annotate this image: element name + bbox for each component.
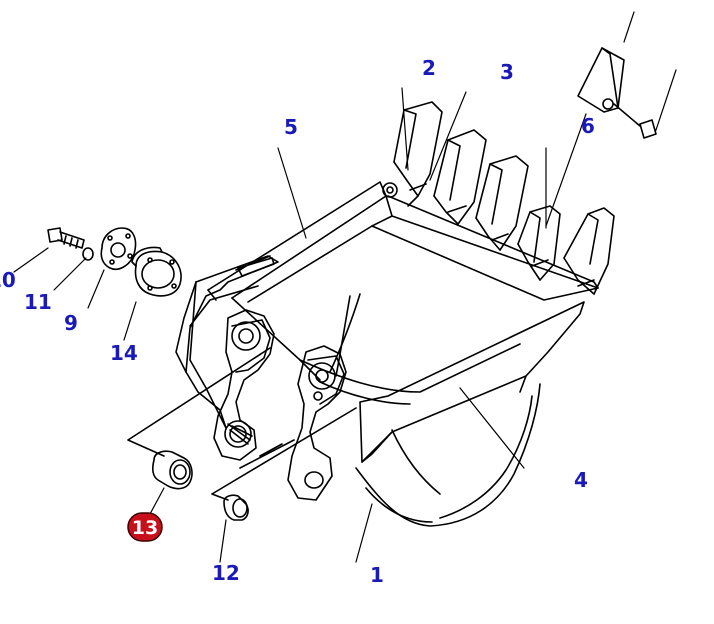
collar-bushing <box>223 494 249 521</box>
badge-label: 13 <box>132 517 158 539</box>
callout-labels: 1 2 3 4 5 6 9 10 11 12 14 <box>0 56 595 587</box>
bottom-shell <box>355 383 541 527</box>
label-9: 9 <box>64 311 78 335</box>
label-5: 5 <box>284 115 298 139</box>
label-12: 12 <box>212 561 240 585</box>
bushing <box>152 450 193 490</box>
teeth-row <box>382 101 615 295</box>
label-3: 3 <box>500 60 514 84</box>
loose-pin <box>639 119 657 139</box>
highlight-badge-13[interactable]: 13 <box>127 512 163 542</box>
right-side-plate <box>359 301 585 463</box>
loose-tooth <box>577 47 625 113</box>
label-4: 4 <box>574 468 588 492</box>
boss-ring <box>134 250 182 297</box>
top-rim <box>385 195 599 289</box>
label-14: 14 <box>110 341 138 365</box>
guide-lines <box>127 347 357 501</box>
left-bracket <box>213 309 275 461</box>
shim-plate <box>100 227 137 270</box>
label-10: 10 <box>0 268 16 292</box>
left-side-plate <box>185 255 279 429</box>
right-bracket <box>287 345 347 501</box>
label-2: 2 <box>422 56 436 80</box>
leader-lines <box>13 11 677 563</box>
label-1: 1 <box>370 563 384 587</box>
bucket-linework <box>47 47 657 527</box>
label-11: 11 <box>24 290 52 314</box>
label-6: 6 <box>581 114 595 138</box>
washer <box>82 247 94 261</box>
back-plate <box>207 181 387 299</box>
badge-shape <box>127 512 163 542</box>
